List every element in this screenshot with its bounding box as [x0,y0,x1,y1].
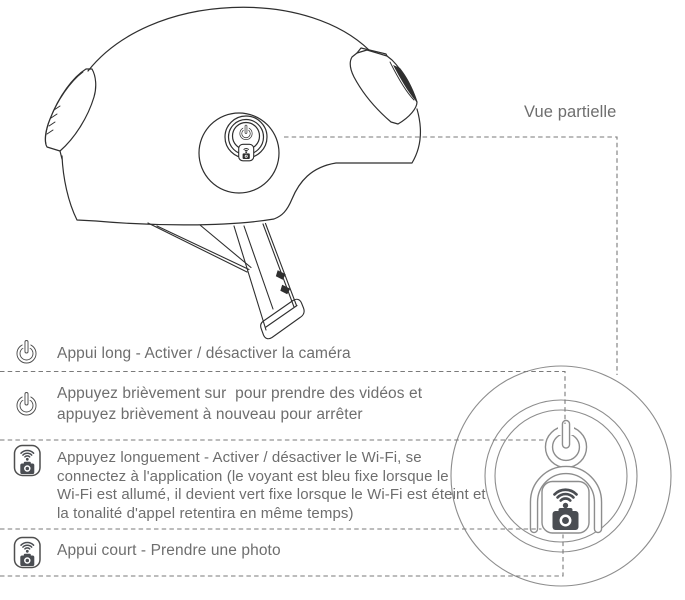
detail-middle-circle [484,399,638,553]
helmet-shell [61,108,422,226]
button-mount-circle [198,112,280,194]
legend-power-icon-1 [16,340,37,364]
strap-clip [260,298,305,340]
helmet-power-icon [239,124,253,141]
detail-outer-circle [450,365,672,587]
instruction-row2-line2: appuyez brièvement à nouveau pour arrête… [57,406,363,423]
instruction-row2-line1: Appuyez brièvement sur pour prendre des … [57,385,423,402]
helmet-wifi-camera-icon [238,143,255,162]
helmet-straps [147,222,305,340]
right-vent-fold [389,61,415,101]
left-vent-tick [59,150,63,160]
callout-lines [0,136,618,577]
detail-power-icon [544,419,588,469]
detail-inner-circle [494,409,628,543]
detail-arch [529,465,603,534]
right-vent-cap [356,47,388,57]
detail-view [450,365,672,587]
instruction-row3-line1: Appuyez longuement - Activer / désactive… [57,449,422,466]
left-vent-inner-line [45,71,84,145]
instruction-row3-line3: Wi-Fi est allumé, il devient vert fixe l… [57,486,486,503]
legend-wifi-camera-icon-1 [13,444,41,477]
strap-clasp [280,284,291,295]
right-vent-shade [393,65,417,103]
detail-wifi-camera-icon [541,480,590,534]
helmet-dome [87,6,370,72]
instruction-row3-line4: la tonalité d'appel retentira en même te… [57,504,354,522]
left-vent [44,68,97,152]
instruction-row1-text: Appui long - Activer / désactiver la cam… [57,345,351,362]
instruction-row3-line2: connectez à l'application (le voyant est… [57,467,449,485]
left-vent-hatches [46,105,61,135]
partial-view-label: Vue partielle [524,103,617,121]
strap-clasp [275,270,286,280]
legend-power-icon-2 [16,392,37,416]
legend-wifi-camera-icon-2 [13,536,41,569]
instruction-row4-text: Appui court - Prendre une photo [57,542,281,559]
callout-line-partial-view [284,136,618,375]
separator-row4 [0,534,564,577]
helmet-illustration [44,6,422,226]
separator-row1 [0,370,566,424]
